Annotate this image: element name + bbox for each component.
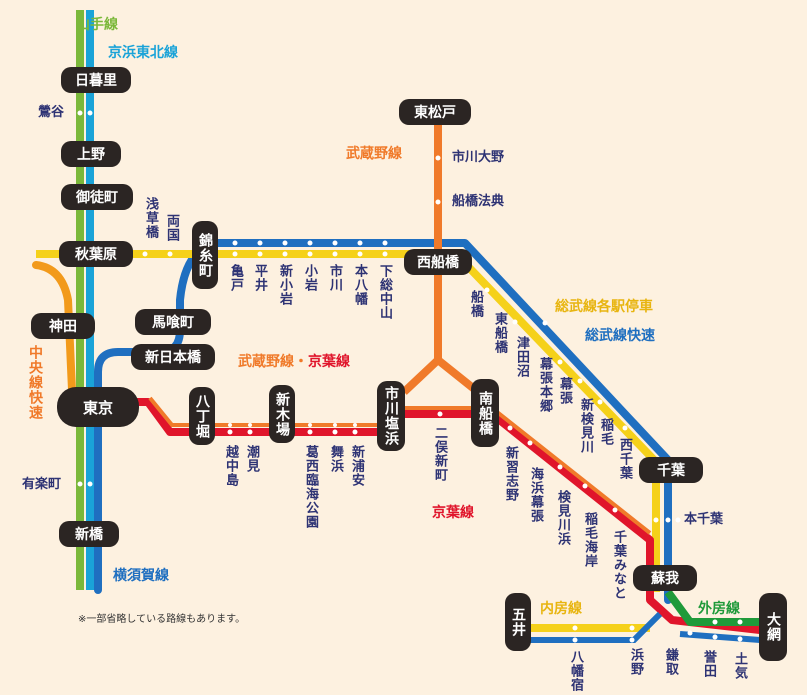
line-label-uchibo: 内房線 [540,601,582,617]
line-sotobo [664,589,760,626]
label-yurakucho: 有楽町 [22,477,62,492]
label-ichikawa: 市川 [327,264,342,292]
line-label-sotobo: 外房線 [698,601,740,617]
label-hamano: 浜野 [628,648,643,676]
label-chiba-minato: 千葉みなと [611,530,626,600]
label-higashi-funabashi: 東船橋 [492,312,507,354]
line-sobu-local [36,250,660,592]
station-kanda[interactable]: 神田 [32,314,94,338]
label-ryogoku: 両国 [164,214,179,242]
station-shin-kiba[interactable]: 新木場 [270,386,294,442]
label-uguisudani: 鶯谷 [38,105,65,120]
station-tokyo[interactable]: 東京 [58,388,138,426]
label-inage: 稲毛 [598,418,613,446]
label-shin-koiwa: 新小岩 [277,264,292,306]
line-chuo-rapid [32,261,84,408]
station-dots [77,110,743,643]
line-label-separator: ・ [294,354,308,370]
line-label-musashino-part: 武蔵野線 [238,354,294,370]
line-label-musashino-keiyo: 武蔵野線・京葉線 [238,351,350,371]
label-koiwa: 小岩 [302,264,317,292]
station-higashi-matsudo[interactable]: 東松戸 [400,100,470,124]
label-honda: 誉田 [701,650,716,678]
line-label-keihin-tohoku: 京浜東北線 [108,45,178,61]
label-shin-urayasu: 新浦安 [349,445,364,487]
station-nippori[interactable]: 日暮里 [62,68,130,92]
label-shin-kemigawa: 新検見川 [578,398,593,454]
station-okachimachi[interactable]: 御徒町 [62,185,132,209]
line-label-sobu-rapid: 総武線快速 [585,328,655,344]
station-kinshicho[interactable]: 錦糸町 [193,222,217,288]
label-inage-kaigan: 稲毛海岸 [582,512,597,568]
label-yawatajuku: 八幡宿 [568,650,583,692]
station-goi[interactable]: 五井 [506,594,530,650]
line-label-keiyo: 京葉線 [432,505,474,521]
line-label-yokosuka: 横須賀線 [113,568,169,584]
station-shin-nihonbashi[interactable]: 新日本橋 [132,345,214,369]
station-minami-funabashi[interactable]: 南船橋 [472,380,498,446]
label-kasai-rinkai-koen: 葛西臨海公園 [303,445,318,529]
label-toke: 土気 [732,652,747,680]
label-shimousa-nakayama: 下総中山 [377,264,392,320]
label-kaihin-makuhari: 海浜幕張 [528,467,543,523]
label-kamatori: 鎌取 [663,648,678,676]
label-motoyawata: 本八幡 [352,264,367,306]
station-soga[interactable]: 蘇我 [634,566,696,590]
label-tsudanuma: 津田沼 [514,336,529,378]
label-funabashi: 船橋 [468,290,483,318]
label-asakusabashi: 浅草橋 [143,197,158,239]
line-label-chuo-rapid: 中央線快速 [27,345,43,420]
label-kemigawahama: 検見川浜 [555,490,570,546]
label-shin-narashino: 新習志野 [503,446,518,502]
line-sotobo-blue [679,631,761,643]
station-ueno[interactable]: 上野 [62,142,120,166]
label-ichikawa-ono: 市川大野 [452,150,505,165]
label-futamata-shinmachi: 二俣新町 [432,426,447,482]
station-chiba[interactable]: 千葉 [640,458,702,482]
label-hon-chiba: 本千葉 [684,512,724,527]
line-label-sobu-local: 総武線各駅停車 [555,299,653,315]
line-musashino [401,112,481,396]
label-makuhari: 幕張 [557,377,572,405]
label-shiomi: 潮見 [244,445,259,473]
label-hirai: 平井 [252,264,267,292]
label-kameido: 亀戸 [228,264,243,292]
station-ichikawa-shiohama[interactable]: 市川塩浜 [378,382,404,450]
footnote: ※一部省略している路線もあります。 [78,614,246,625]
station-oami[interactable]: 大網 [760,594,786,660]
label-maihama: 舞浜 [328,445,343,473]
line-label-yamanote: 山手線 [76,17,118,33]
label-etchujima: 越中島 [223,445,238,487]
station-shinbashi[interactable]: 新橋 [60,522,118,546]
station-nishi-funabashi[interactable]: 西船橋 [405,250,471,274]
station-hatchobori[interactable]: 八丁堀 [190,388,214,444]
label-nishi-chiba: 西千葉 [617,438,632,480]
line-label-keiyo-part: 京葉線 [308,354,350,370]
label-funabashi-hoten: 船橋法典 [452,194,505,209]
line-label-musashino: 武蔵野線 [346,146,402,162]
label-makuhari-hongo: 幕張本郷 [537,357,552,413]
station-akihabara[interactable]: 秋葉原 [60,242,132,266]
station-bakurocho[interactable]: 馬喰町 [136,310,210,334]
